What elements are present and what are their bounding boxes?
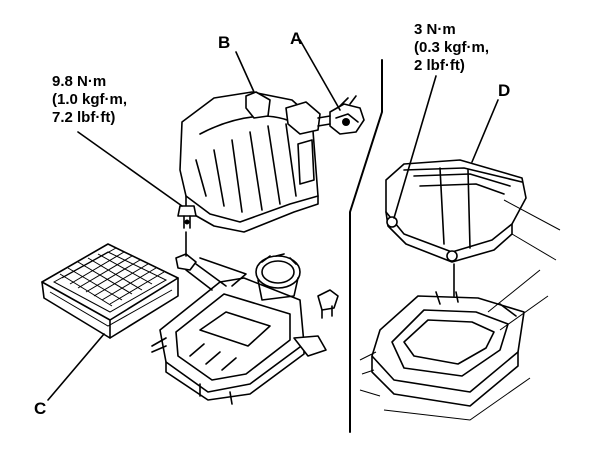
mounting-bolt: [177, 205, 197, 229]
lower-housing: [151, 253, 327, 405]
callout-b: B: [218, 33, 230, 52]
callout-a: A: [290, 29, 302, 48]
leader-c: [47, 333, 105, 401]
torque-left-line2: (1.0 kgf·m,: [52, 91, 127, 108]
callout-d: D: [498, 81, 510, 100]
resonator-base: [359, 199, 561, 421]
torque-left-line1: 9.8 N·m: [52, 73, 106, 90]
torque-right-line1: 3 N·m: [414, 21, 456, 38]
resonator-cover: [385, 159, 527, 263]
leader-a: [299, 39, 341, 111]
intake-fitting: [317, 95, 365, 135]
torque-right-line2: (0.3 kgf·m,: [414, 39, 489, 56]
torque-right-line3: 2 lbf·ft): [414, 57, 465, 74]
leader-d: [471, 99, 499, 163]
air-filter-element: [41, 243, 179, 339]
sensor-mount: [317, 289, 339, 319]
torque-left-line3: 7.2 lbf·ft): [52, 109, 115, 126]
upper-housing-cover: [179, 91, 321, 233]
leader-b: [235, 51, 255, 93]
leader-torque-right: [393, 75, 437, 219]
callout-c: C: [34, 399, 46, 418]
intake-duct: [255, 253, 301, 301]
leader-torque-left: [77, 131, 183, 207]
view-divider: [349, 59, 383, 433]
